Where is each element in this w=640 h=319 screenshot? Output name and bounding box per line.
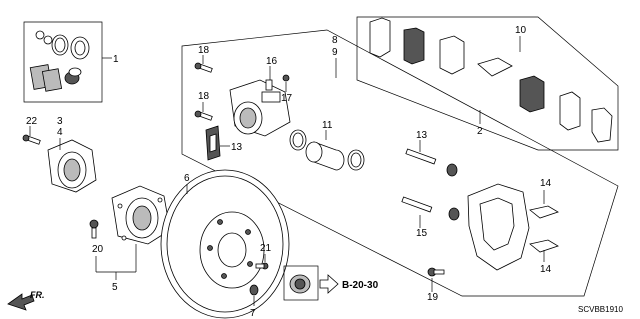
callout-7: 7 (250, 308, 256, 319)
caliper-body (229, 79, 291, 137)
callout-19: 19 (427, 292, 439, 303)
bolt-21 (22, 134, 41, 145)
reference-label: B-20-30 (342, 280, 379, 291)
seal-kit-frame (23, 21, 103, 103)
shim-14-lower (529, 239, 559, 253)
callout-1: 1 (113, 54, 119, 65)
screw-22 (255, 262, 269, 270)
callout-5: 5 (112, 282, 118, 293)
hub-bearing-assembly (47, 139, 97, 193)
callout-18b: 18 (198, 91, 210, 102)
reference-arrow (319, 274, 339, 294)
callout-4: 4 (57, 127, 63, 138)
front-direction-arrow (7, 293, 35, 311)
pad-set-frame (356, 16, 619, 151)
callout-20: 20 (92, 244, 104, 255)
bolt-19 (427, 267, 445, 277)
reference-part (283, 265, 319, 301)
seal-kit-parts (29, 30, 90, 92)
callout-18a: 18 (198, 45, 210, 56)
bolt-20 (89, 219, 99, 239)
callout-3: 3 (57, 116, 63, 127)
bolt-18-lower (194, 110, 213, 121)
callout-22: 21 (260, 243, 272, 254)
retainer-clip-12 (205, 125, 221, 161)
callout-14a: 14 (540, 178, 552, 189)
guide-pin-15 (401, 196, 460, 221)
callout-10: 10 (515, 25, 527, 36)
caliper-assembly-frame (181, 29, 619, 297)
front-direction-label: FR. (30, 290, 45, 300)
guide-pin-13 (405, 148, 458, 177)
rear-hub (111, 185, 171, 245)
callout-8: 8 (332, 35, 338, 46)
nut-7 (249, 284, 259, 296)
callout-13: 13 (416, 130, 428, 141)
callout-12: 13 (231, 142, 243, 153)
callout-16: 16 (266, 56, 278, 67)
callout-9: 9 (332, 47, 338, 58)
shim-14-upper (529, 205, 559, 219)
callout-6: 6 (184, 173, 190, 184)
brake-disc (160, 169, 290, 319)
callout-11: 11 (322, 120, 333, 131)
diagram-code: SCVBB1910 (578, 305, 623, 314)
callout-21: 22 (26, 116, 38, 127)
callout-15: 15 (416, 228, 428, 239)
brake-pads (369, 17, 613, 143)
bolt-18-upper (194, 62, 213, 73)
caliper-bracket (467, 183, 530, 271)
callout-2: 2 (477, 126, 483, 137)
piston-11 (289, 129, 365, 171)
callout-17: 17 (281, 93, 293, 104)
callout-14b: 14 (540, 264, 552, 275)
